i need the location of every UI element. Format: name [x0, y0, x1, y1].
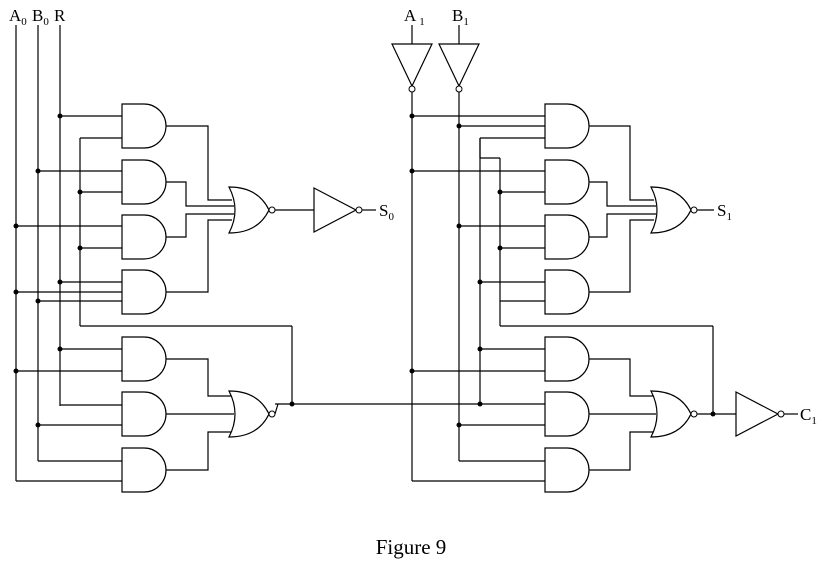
input-label-r: R [54, 6, 66, 25]
inversion-bubble [408, 85, 416, 93]
right-and-output-wires [589, 125, 656, 471]
junction-dots-left [13, 113, 295, 428]
inversion-bubble [777, 410, 785, 418]
and-gate [544, 103, 590, 149]
input-bus-bit1 [411, 92, 714, 481]
nor-gate-sum1 [650, 186, 692, 234]
and-gate [544, 159, 590, 205]
and-gate [544, 447, 590, 493]
and-gate [121, 391, 167, 437]
figure-caption: Figure 9 [375, 535, 447, 559]
input-label-b1: B1 [452, 6, 469, 28]
input-label-a0: A0 [9, 6, 27, 28]
output-label-s1: S1 [717, 201, 732, 223]
nor-gate-sum0 [228, 186, 270, 234]
inverter-c1 [735, 391, 780, 437]
inverter-a1 [391, 43, 433, 88]
nor-gate-carry1 [650, 390, 692, 438]
inversion-bubble [455, 85, 463, 93]
and-gate [544, 214, 590, 260]
inversion-bubble [690, 410, 698, 418]
left-and-gate-wires [16, 115, 122, 482]
junction-dots-right [409, 113, 716, 428]
and-gate [121, 447, 167, 493]
and-gate [121, 103, 167, 149]
left-and-gates [121, 103, 167, 493]
and-gate [544, 336, 590, 382]
and-gate [121, 214, 167, 260]
right-and-gates [544, 103, 590, 493]
and-gate [121, 159, 167, 205]
inversion-bubble [355, 206, 363, 214]
inverter-s0 [313, 187, 358, 233]
inversion-bubble [690, 206, 698, 214]
output-label-c1: C1 [800, 405, 817, 427]
and-gate [121, 269, 167, 315]
inversion-bubble [268, 410, 276, 418]
output-label-s0: S0 [379, 201, 394, 223]
inversion-bubble [268, 206, 276, 214]
left-and-output-wires [166, 125, 234, 471]
nor-gate-carry0 [228, 390, 270, 438]
and-gate [121, 336, 167, 382]
and-gate [544, 391, 590, 437]
input-label-b0: B0 [32, 6, 49, 28]
input-bus-bit0 [15, 25, 293, 481]
input-inverters-bit1 [391, 25, 480, 93]
and-gate [544, 269, 590, 315]
right-and-gate-wires [412, 115, 545, 482]
inverter-b1 [438, 43, 480, 88]
